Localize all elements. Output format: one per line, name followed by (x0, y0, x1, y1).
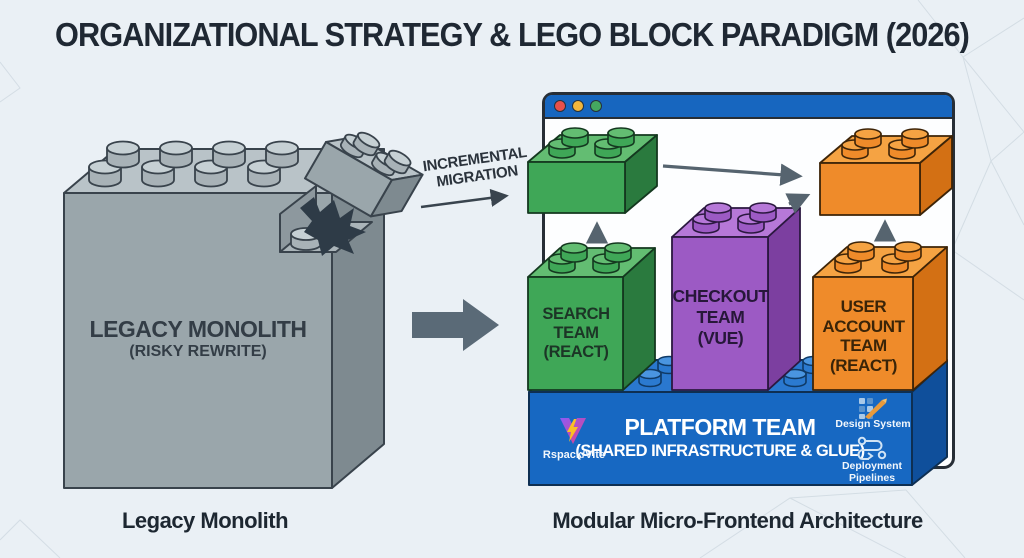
monolith-sublabel: (RISKY REWRITE) (129, 343, 267, 360)
page-title: ORGANIZATIONAL STRATEGY & LEGO BLOCK PAR… (55, 16, 970, 53)
monolith-label: LEGACY MONOLITH (89, 316, 307, 342)
window-maximize-dot (590, 100, 602, 112)
platform-team-title: PLATFORM TEAM (624, 414, 816, 440)
browser-titlebar (545, 95, 952, 119)
crack-shape (300, 197, 366, 256)
deployment-pipelines-label: Deployment Pipelines (841, 460, 903, 484)
legacy-monolith-caption: Legacy Monolith (121, 508, 289, 533)
user-account-team-label: USER ACCOUNT TEAM (REACT) (822, 297, 905, 375)
window-close-dot (554, 100, 566, 112)
platform-team-subtitle: (SHARED INFRASTRUCTURE & GLUE) (575, 442, 865, 460)
rspack-vite-label: Rspack/Vite (542, 449, 606, 461)
browser-window (542, 92, 955, 469)
rspack-vite-icon (560, 418, 586, 444)
design-system-icon (859, 398, 887, 419)
monolith-broken-notch (279, 185, 373, 253)
design-system-label: Design System (835, 418, 911, 430)
legacy-monolith-block (63, 140, 385, 489)
microfrontend-caption: Modular Micro-Frontend Architecture (552, 508, 923, 533)
transition-arrow (412, 299, 499, 351)
incremental-migration-arrow (420, 188, 509, 209)
deployment-pipelines-icon (857, 436, 887, 460)
window-minimize-dot (572, 100, 584, 112)
search-team-label: SEARCH TEAM (REACT) (542, 305, 610, 361)
incremental-migration-label: INCREMENTAL MIGRATION (421, 143, 528, 191)
checkout-team-label: CHECKOUT TEAM (VUE) (672, 286, 769, 348)
detached-brick (304, 131, 424, 218)
